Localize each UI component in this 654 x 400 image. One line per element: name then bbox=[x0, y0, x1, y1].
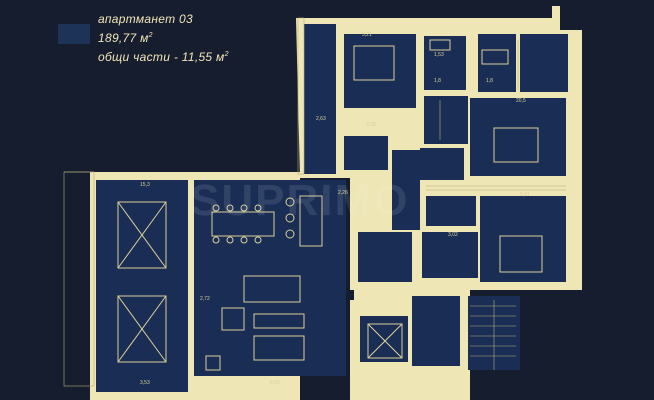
dimensions: 15,3 2,72 3,39 5,21 20,5 5,21 3,53 6,50 … bbox=[140, 32, 530, 386]
dim-label: 1,8 bbox=[486, 78, 493, 84]
dim-label: 3,02 bbox=[448, 232, 458, 238]
dim-label: 5,21 bbox=[520, 192, 530, 198]
skylights bbox=[117, 201, 403, 363]
dim-label: 3,53 bbox=[140, 380, 150, 386]
dim-label: 6,50 bbox=[270, 380, 280, 386]
wardrobes bbox=[426, 40, 566, 191]
apartment-area: 189,77 м2 bbox=[98, 31, 153, 45]
dim-label: 3,39 bbox=[366, 122, 376, 128]
stairs bbox=[470, 300, 516, 370]
watermark-logo: SUPRIMO bbox=[190, 176, 410, 225]
common-area: общи части - 11,55 м2 bbox=[98, 50, 229, 64]
dim-label: 2,63 bbox=[316, 116, 326, 122]
dim-label: 5,21 bbox=[362, 32, 372, 38]
legend-swatch bbox=[58, 24, 90, 44]
dim-label: 1,53 bbox=[434, 52, 444, 58]
dim-label: 2,26 bbox=[338, 190, 348, 196]
dim-label: 20,5 bbox=[516, 98, 526, 104]
apartment-title: апартманет 03 bbox=[98, 12, 193, 26]
terrace-outline bbox=[63, 17, 305, 387]
dim-label: 1,8 bbox=[434, 78, 441, 84]
furniture bbox=[205, 39, 543, 371]
dim-label: 15,3 bbox=[140, 182, 150, 188]
neighbor-apartment-label: Апартамент А10 bbox=[378, 289, 417, 295]
dim-label: 2,72 bbox=[200, 296, 210, 302]
